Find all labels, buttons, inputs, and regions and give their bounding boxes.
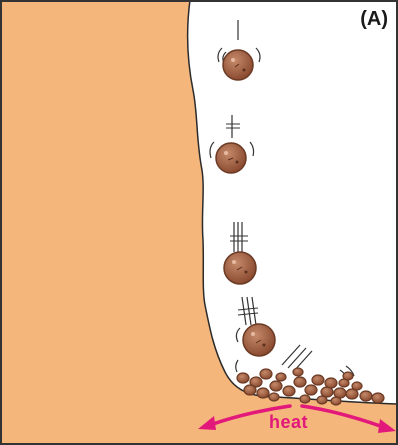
panel-label: (A) — [360, 8, 388, 31]
falling-rock-icon — [224, 222, 256, 284]
heat-label: heat — [269, 412, 308, 433]
falling-rock-icon — [210, 115, 254, 173]
falling-rock-icon — [236, 297, 275, 356]
falling-rock-icon — [218, 20, 260, 80]
